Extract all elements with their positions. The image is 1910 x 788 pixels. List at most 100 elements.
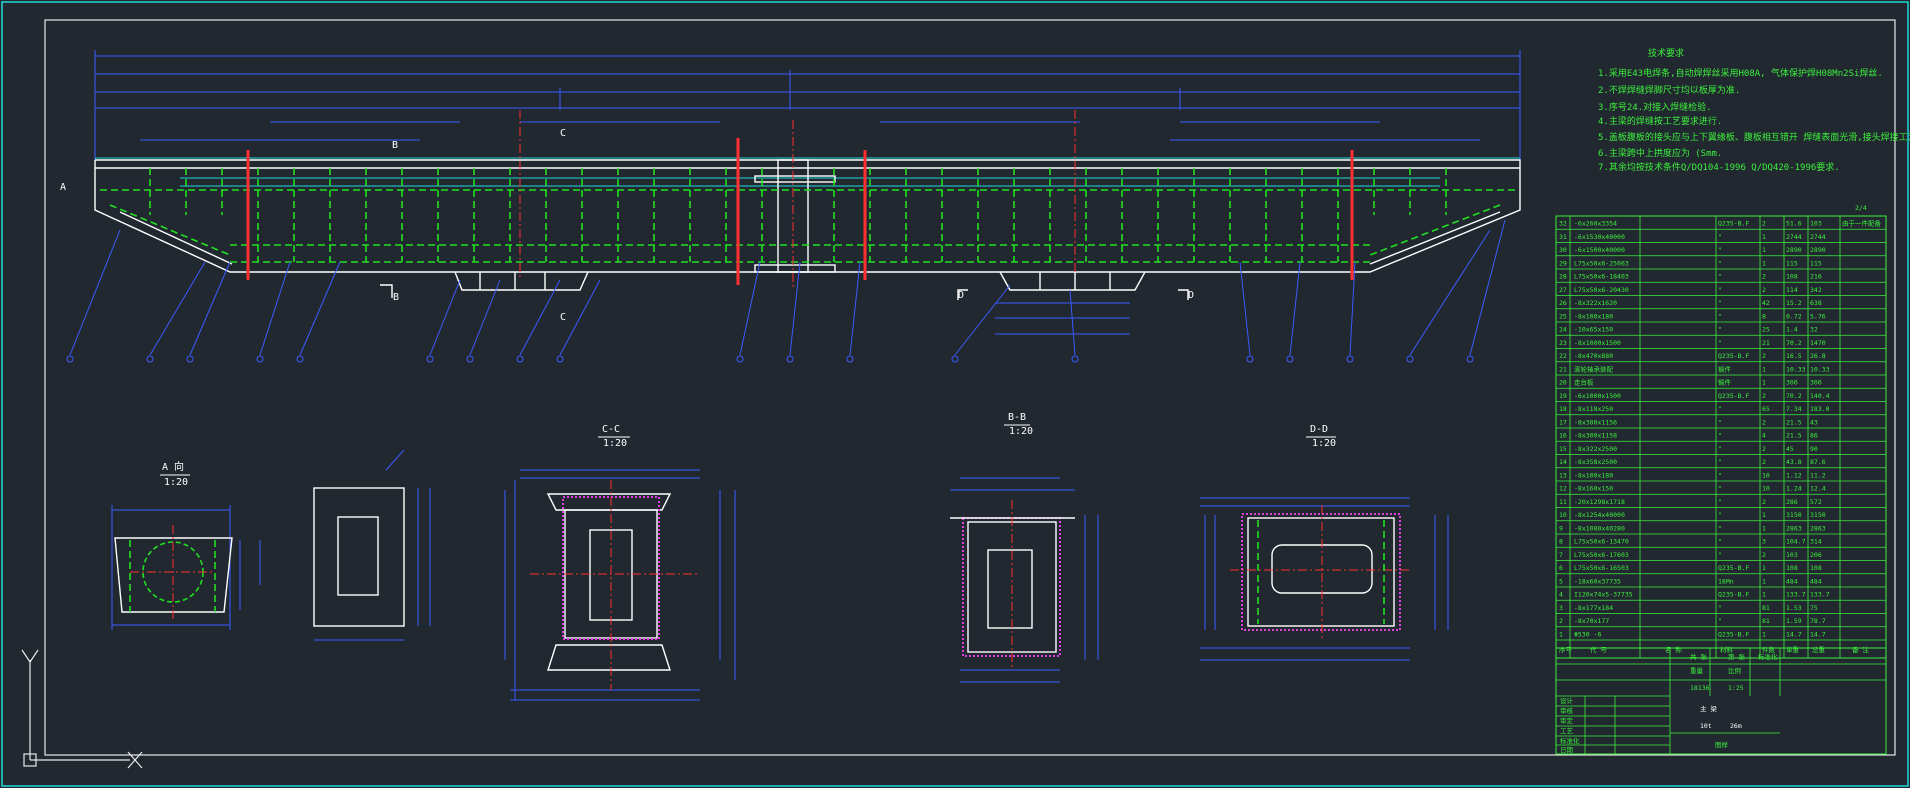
- bom-cell: -18x60x37735: [1574, 577, 1621, 585]
- bom-cell: ": [1718, 551, 1722, 559]
- plate-detail[interactable]: [313, 449, 431, 641]
- bom-cell: 29: [1559, 259, 1567, 267]
- bom-cell: ": [1718, 538, 1722, 546]
- bom-cell: -8x177x184: [1574, 604, 1613, 612]
- bom-cell: 86: [1810, 432, 1818, 440]
- bom-cell: -8x70x177: [1574, 617, 1609, 625]
- bom-cell: 78.7: [1810, 617, 1826, 625]
- section-bb-scale: 1:20: [1009, 426, 1033, 437]
- bom-cell: 81: [1762, 617, 1770, 625]
- bom-cell: Q235-B.F: [1718, 591, 1749, 599]
- view-a-scale: 1:20: [164, 477, 188, 488]
- ucs-axis-icon: [21, 649, 143, 769]
- bom-cell: 2863: [1810, 524, 1826, 532]
- bom-cell: 17: [1559, 418, 1567, 426]
- bom-cell: 2: [1762, 458, 1766, 466]
- bom-cell: ": [1718, 405, 1722, 413]
- section-cc-title: C-C: [602, 424, 620, 435]
- bom-cell: 滚轮轴承装配: [1574, 364, 1614, 373]
- role-design: 设计: [1560, 696, 1574, 705]
- bom-cell: 由于一件配备: [1842, 219, 1882, 228]
- bom-cell: 25: [1762, 326, 1770, 334]
- bom-cell: 183.0: [1810, 405, 1830, 413]
- bom-cell: ": [1718, 259, 1722, 267]
- section-d-d[interactable]: D-D 1:20: [1200, 424, 1449, 661]
- bom-cell: 206: [1810, 551, 1822, 559]
- bom-top-right: 2/4: [1855, 204, 1867, 212]
- section-c-c[interactable]: C-C 1:20: [504, 424, 736, 701]
- bom-cell: 108: [1786, 564, 1798, 572]
- bom-cell: ": [1718, 471, 1722, 479]
- bom-cell: 23: [1559, 339, 1567, 347]
- bom-cell: 14: [1559, 458, 1567, 466]
- bom-cell: 2744: [1810, 233, 1826, 241]
- technical-requirements: 技术要求 1.采用E43电焊条,自动焊焊丝采用H08A, 气体保护焊H08Mn2…: [1598, 47, 1910, 173]
- view-a-detail[interactable]: A 向 1:20: [111, 460, 261, 630]
- capacity: 10t: [1700, 722, 1712, 730]
- bom-cell: 2: [1762, 551, 1766, 559]
- bom-header-cell: 单重: [1786, 645, 1800, 654]
- bom-cell: 32: [1810, 326, 1818, 334]
- bom-cell: 2: [1762, 352, 1766, 360]
- note-line: 4.主梁的焊缝按工艺要求进行.: [1598, 115, 1722, 127]
- bom-cell: 1.4: [1786, 326, 1798, 334]
- bom-cell: -8x100x180: [1574, 471, 1613, 479]
- centerlines: [246, 110, 1354, 290]
- bom-cell: 1: [1762, 591, 1766, 599]
- bom-cell: 2: [1762, 273, 1766, 281]
- bom-cell: 5.76: [1810, 312, 1826, 320]
- role-std: 标准化: [1560, 736, 1580, 745]
- view-marker-c-bottom: C: [560, 312, 566, 323]
- section-b-b[interactable]: B-B 1:20: [950, 412, 1099, 683]
- bom-cell: 27: [1559, 286, 1567, 294]
- bom-cell: 11: [1559, 498, 1567, 506]
- bom-cell: 3: [1762, 538, 1766, 546]
- bom-cell: 1.53: [1786, 604, 1802, 612]
- main-girder-elevation[interactable]: A B B C C D D: [60, 50, 1521, 363]
- bom-cell: 3: [1559, 604, 1563, 612]
- bom-cell: 26: [1559, 299, 1567, 307]
- bom-cell: -6x1500x40000: [1574, 246, 1625, 254]
- view-marker-b-top: B: [392, 140, 398, 151]
- bom-cell: 18Mn: [1718, 577, 1734, 585]
- bom-cell: 30: [1559, 246, 1567, 254]
- bom-cell: 2890: [1810, 246, 1826, 254]
- bom-header-cell: 总重: [1812, 645, 1826, 654]
- bom-cell: -8x1254x40000: [1574, 511, 1625, 519]
